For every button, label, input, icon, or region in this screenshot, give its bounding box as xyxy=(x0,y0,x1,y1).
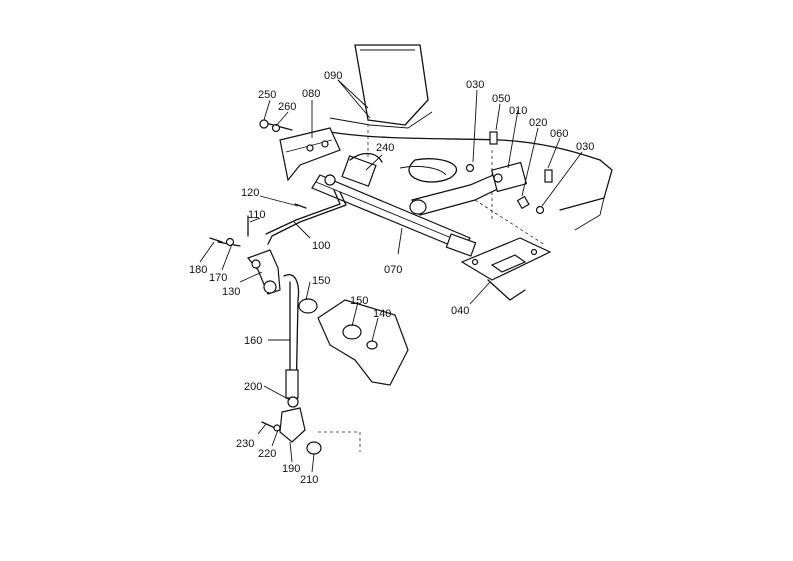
pedal-arm-010 xyxy=(409,131,553,216)
callout-210: 210 xyxy=(300,474,318,486)
cross-shaft-070 xyxy=(311,152,477,257)
callout-250: 250 xyxy=(258,89,276,101)
callout-080: 080 xyxy=(302,88,320,100)
callout-030-top: 030 xyxy=(466,79,484,91)
callout-150-right: 150 xyxy=(350,295,368,307)
callout-100: 100 xyxy=(312,240,330,252)
callout-240: 240 xyxy=(376,142,394,154)
rod-100 xyxy=(265,189,347,245)
callout-040: 040 xyxy=(451,305,469,317)
callout-030-right: 030 xyxy=(576,141,594,153)
callout-180: 180 xyxy=(189,264,207,276)
callout-150-left: 150 xyxy=(312,275,330,287)
callout-070: 070 xyxy=(384,264,402,276)
clevis-190 xyxy=(261,396,361,455)
plate-040 xyxy=(460,237,552,301)
callout-260: 260 xyxy=(278,101,296,113)
callout-060: 060 xyxy=(550,128,568,140)
callout-090: 090 xyxy=(324,70,342,82)
callout-190: 190 xyxy=(282,463,300,475)
callout-010: 010 xyxy=(509,105,527,117)
callout-170: 170 xyxy=(209,272,227,284)
bracket-080 xyxy=(259,119,341,182)
lever-130 xyxy=(209,203,307,295)
callout-110: 110 xyxy=(248,209,266,221)
callout-160: 160 xyxy=(244,335,262,347)
callout-220: 220 xyxy=(258,448,276,460)
callout-130: 130 xyxy=(222,286,240,298)
callout-120: 120 xyxy=(241,187,259,199)
callout-230: 230 xyxy=(236,438,254,450)
frame-outline xyxy=(329,44,613,246)
housing-140 xyxy=(298,298,409,386)
callout-050: 050 xyxy=(492,93,510,105)
rod-160 xyxy=(283,274,300,401)
leader-lines xyxy=(199,79,583,473)
callouts: 250 260 080 090 030 050 010 020 060 030 … xyxy=(189,70,594,486)
callout-200: 200 xyxy=(244,381,262,393)
callout-020: 020 xyxy=(529,117,547,129)
callout-140: 140 xyxy=(373,308,391,320)
